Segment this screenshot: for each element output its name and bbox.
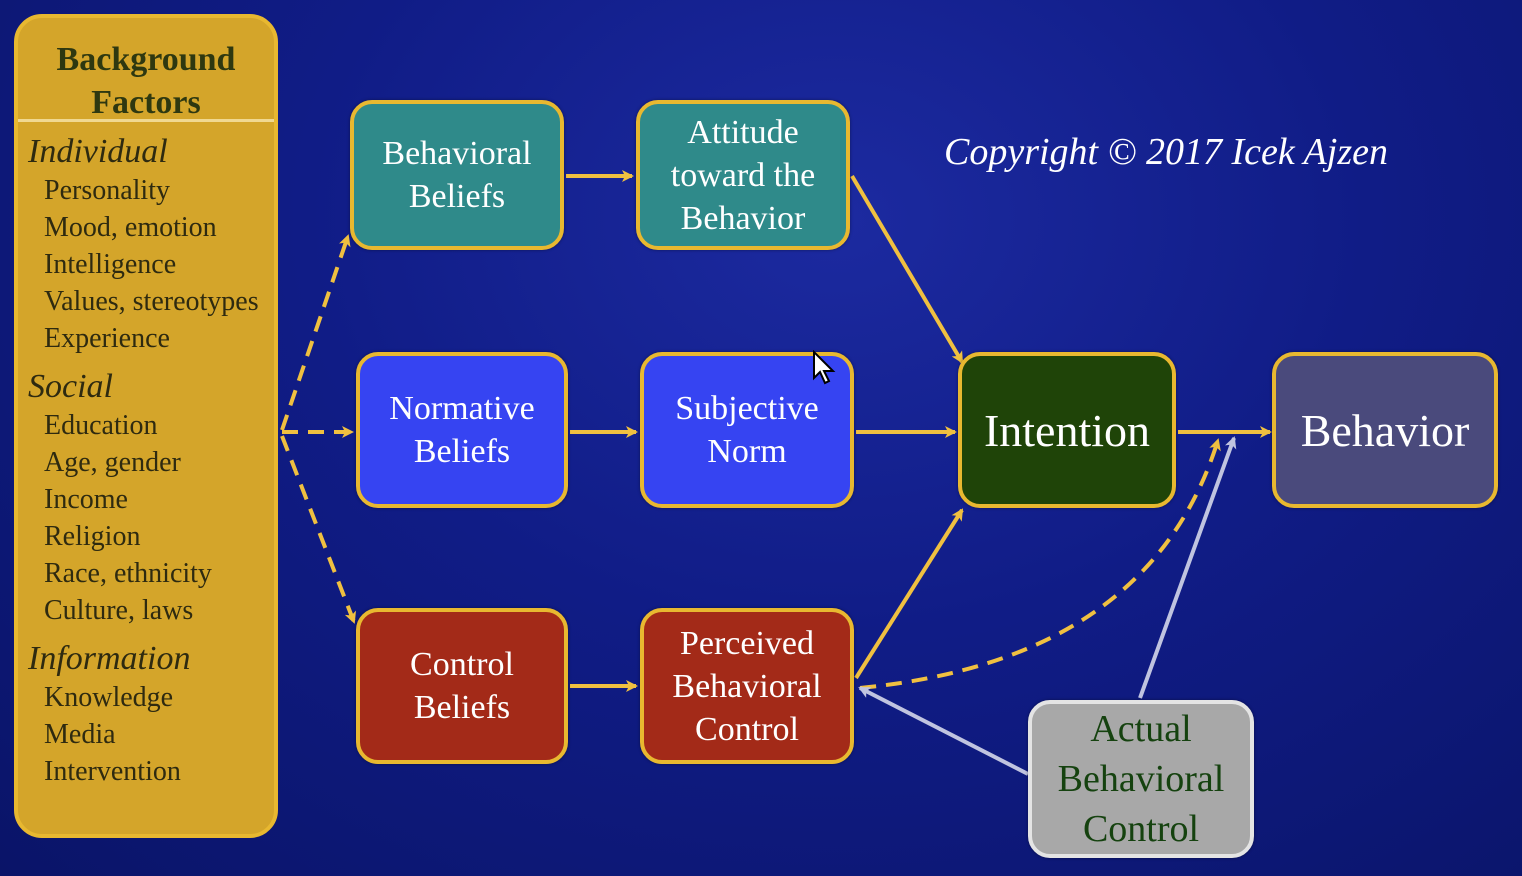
background-factors-title: Background Factors [18,18,274,122]
list-item: Intervention [44,756,181,787]
section-heading: Social [28,368,113,405]
list-item: Education [44,410,158,441]
node-normative-beliefs: Normative Beliefs [356,352,568,508]
list-item: Religion [44,521,141,552]
node-label: Normative Beliefs [389,390,535,470]
arrow-attitude-to-intention [850,174,964,364]
arrow-actual-to-behavior [1138,436,1237,699]
arrow-perceived-to-behavior-dashed [859,438,1221,690]
copyright-text: Copyright © 2017 Icek Ajzen [944,131,1388,173]
node-subjective-norm: Subjective Norm [640,352,854,508]
node-label: Actual Behavioral Control [1057,708,1225,850]
arrow-perceived-to-intention [854,508,964,680]
node-label: Subjective Norm [675,390,819,470]
list-item: Personality [44,175,170,206]
node-label: Behavioral Beliefs [382,135,532,215]
node-label: Perceived Behavioral Control [672,624,822,748]
node-label: Control Beliefs [410,646,514,726]
node-behavior: Behavior [1272,352,1498,508]
mouse-pointer-icon [813,350,836,385]
list-item: Culture, laws [44,595,194,626]
section-individual: Individual Personality Mood, emotion Int… [18,132,274,357]
section-information: Information Knowledge Media Intervention [18,639,274,790]
list-item: Income [44,484,128,515]
section-heading: Information [28,640,191,677]
node-label: Behavior [1300,404,1470,456]
list-item: Mood, emotion [44,212,217,243]
list-item: Intelligence [44,249,177,280]
node-control-beliefs: Control Beliefs [356,608,568,764]
arrow-bg-to-control-beliefs [280,435,356,624]
list-item: Age, gender [44,447,181,478]
node-attitude: Attitude toward the Behavior [636,100,850,250]
list-item: Experience [44,323,170,354]
list-item: Media [44,719,116,750]
list-item: Race, ethnicity [44,558,212,589]
background-factors-panel: Background Factors Individual Personalit… [14,14,278,838]
arrow-actual-to-perceived [858,686,1029,776]
node-perceived-control: Perceived Behavioral Control [640,608,854,764]
node-actual-control: Actual Behavioral Control [1028,700,1254,858]
node-behavioral-beliefs: Behavioral Beliefs [350,100,564,250]
arrow-bg-to-behavioral-beliefs [280,234,351,431]
section-social: Social Education Age, gender Income Reli… [18,367,274,629]
list-item: Knowledge [44,682,174,713]
node-intention: Intention [958,352,1176,508]
node-label: Attitude toward the Behavior [670,113,816,237]
list-item: Values, stereotypes [44,286,259,317]
node-label: Intention [983,404,1151,456]
section-heading: Individual [28,133,168,170]
